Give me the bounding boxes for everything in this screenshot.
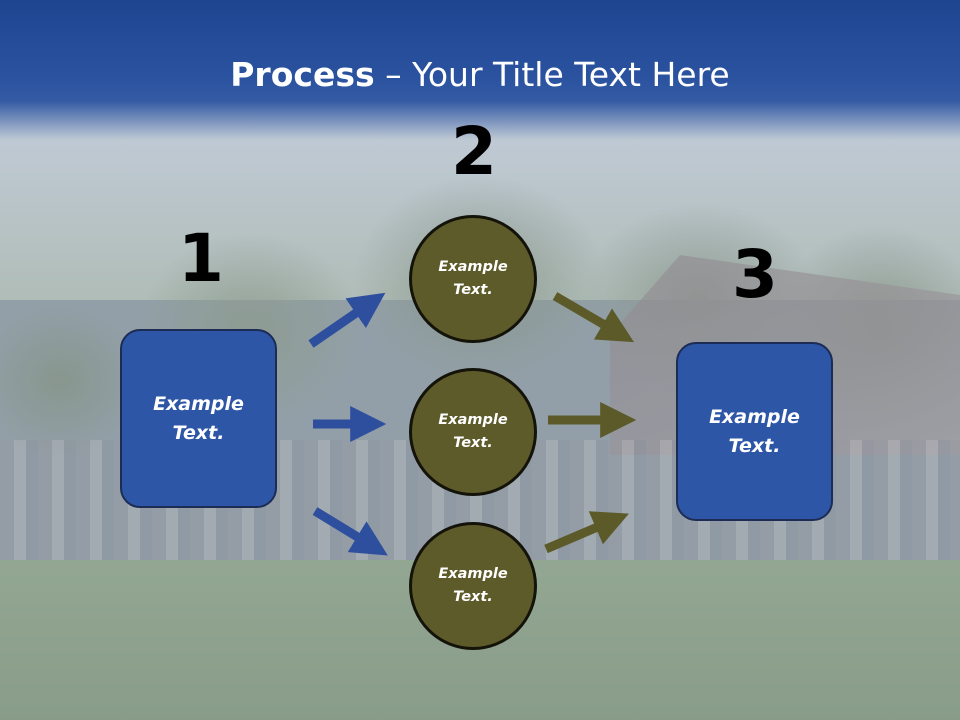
title-band	[0, 0, 960, 140]
slide-title: Process – Your Title Text Here	[0, 53, 960, 97]
circle-middle-text: Example Text.	[438, 412, 508, 451]
arrow-right-up-blue	[308, 292, 386, 348]
circle-middle: Example Text.	[409, 368, 537, 496]
circle-top-text: Example Text.	[438, 259, 508, 298]
left-box: Example Text.	[120, 329, 277, 508]
step-number-1: 1	[178, 220, 224, 297]
arrow-right-down-blue	[312, 507, 388, 556]
circle-bottom: Example Text.	[409, 522, 537, 650]
title-bold: Process	[230, 55, 375, 94]
arrow-right-up-olive	[544, 511, 629, 554]
circle-bottom-text: Example Text.	[438, 566, 508, 605]
arrow-right-down-olive	[552, 292, 634, 343]
step-number-3: 3	[732, 236, 778, 313]
step-number-2: 2	[451, 113, 497, 190]
title-rest: – Your Title Text Here	[374, 55, 730, 94]
circle-top: Example Text.	[409, 215, 537, 343]
right-box-text: Example Text.	[709, 405, 800, 457]
right-box: Example Text.	[676, 342, 833, 521]
left-box-text: Example Text.	[153, 392, 244, 444]
